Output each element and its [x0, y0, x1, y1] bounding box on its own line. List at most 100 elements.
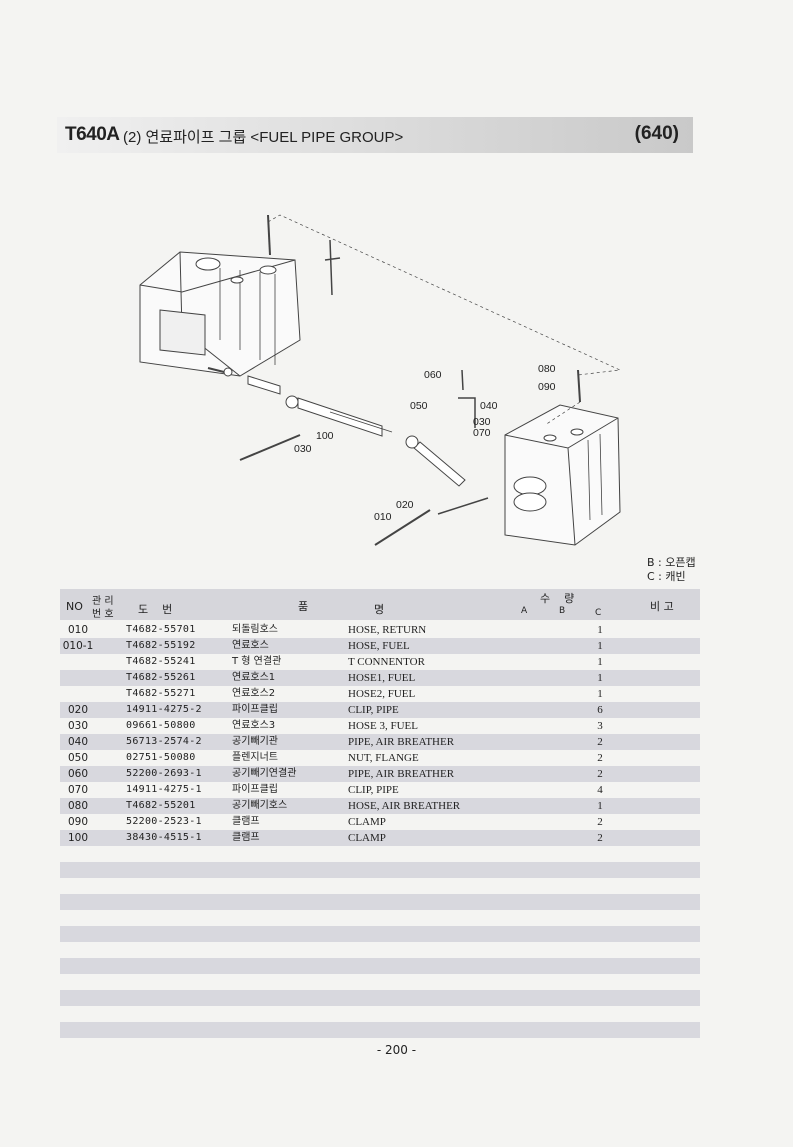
cell-kor-name: 클램프 — [232, 816, 260, 827]
cell-no: 020 — [67, 704, 89, 716]
cell-kor-name: T 형 연결관 — [232, 656, 282, 667]
cell-eng-name: CLIP, PIPE — [348, 704, 399, 716]
cell-qty: 2 — [597, 752, 603, 764]
table-row: 070 14911-4275-1 파이프클립 CLIP, PIPE 4 — [60, 782, 700, 798]
table-row: 060 52200-2693-1 공기빼기연결관 PIPE, AIR BREAT… — [60, 766, 700, 782]
cell-kor-name: 클램프 — [232, 832, 260, 843]
cell-qty: 6 — [597, 704, 603, 716]
cell-qty: 1 — [597, 640, 603, 652]
breather-pipes — [267, 214, 622, 428]
left-fuel-tank — [139, 251, 301, 377]
right-fuel-tank — [504, 404, 621, 546]
fuel-hoses — [207, 367, 489, 546]
table-row: T4682-55241 T 형 연결관 T CONNENTOR 1 — [60, 654, 700, 670]
cell-kor-name: 공기빼기호스 — [232, 800, 288, 811]
table-row: 050 02751-50080 플렌지너트 NUT, FLANGE 2 — [60, 750, 700, 766]
callout-060: 060 — [424, 369, 442, 381]
table-row: 090 52200-2523-1 클램프 CLAMP 2 — [60, 814, 700, 830]
cell-no: 070 — [67, 784, 89, 796]
cell-no: 050 — [67, 752, 89, 764]
empty-row — [60, 846, 700, 862]
empty-row — [60, 926, 700, 942]
empty-row — [60, 974, 700, 990]
cell-qty: 2 — [597, 736, 603, 748]
callout-010: 010 — [374, 511, 392, 523]
cell-no: 030 — [67, 720, 89, 732]
cell-eng-name: HOSE2, FUEL — [348, 688, 416, 700]
table-row: 030 09661-50800 연료호스3 HOSE 3, FUEL 3 — [60, 718, 700, 734]
cell-qty: 1 — [597, 672, 603, 684]
page-number: - 200 - — [376, 1043, 417, 1057]
cell-qty: 4 — [597, 784, 603, 796]
header-name-right: 명 — [374, 603, 385, 616]
cell-eng-name: HOSE, RETURN — [348, 624, 427, 636]
cell-kor-name: 연료호스1 — [232, 672, 276, 683]
cell-part-no: T4682-55261 — [126, 672, 196, 683]
cell-no: 090 — [67, 816, 89, 828]
cell-eng-name: NUT, FLANGE — [348, 752, 419, 764]
callout-040: 040 — [480, 400, 498, 412]
cell-kor-name: 연료호스2 — [232, 688, 276, 699]
cell-part-no: T4682-55201 — [126, 800, 196, 811]
cell-eng-name: PIPE, AIR BREATHER — [348, 736, 455, 748]
table-row: T4682-55271 연료호스2 HOSE2, FUEL 1 — [60, 686, 700, 702]
exploded-parts-diagram: 080 090 060 050 040 030 070 100 030 020 … — [139, 214, 622, 546]
cell-part-no: 09661-50800 — [126, 720, 196, 731]
cell-part-no: 14911-4275-2 — [126, 704, 202, 715]
legend-open-cab: B : 오픈캡 — [647, 556, 696, 569]
table-row: 020 14911-4275-2 파이프클립 CLIP, PIPE 6 — [60, 702, 700, 718]
header-part-no: 도 번 — [138, 603, 173, 616]
callout-020: 020 — [396, 499, 414, 511]
cell-eng-name: PIPE, AIR BREATHER — [348, 768, 455, 780]
cell-qty: 1 — [597, 688, 603, 700]
empty-row — [60, 1006, 700, 1022]
header-qty-c: C — [595, 608, 602, 618]
header-mgmt-top: 관 리 — [92, 596, 114, 607]
header-remarks: 비 고 — [650, 600, 674, 613]
table-row: 040 56713-2574-2 공기빼기관 PIPE, AIR BREATHE… — [60, 734, 700, 750]
cell-kor-name: 연료호스3 — [232, 720, 276, 731]
cell-qty: 3 — [597, 720, 603, 732]
callout-050: 050 — [410, 400, 428, 412]
cell-part-no: T4682-55701 — [126, 624, 196, 635]
parts-table-header: NO 관 리 번 호 도 번 품 명 수 량 A B C 비 고 — [60, 589, 700, 620]
empty-row — [60, 894, 700, 910]
group-code: (640) — [634, 123, 679, 144]
cell-eng-name: CLAMP — [348, 816, 386, 828]
header-mgmt-bottom: 번 호 — [92, 609, 114, 620]
callout-070: 070 — [473, 427, 491, 439]
cell-part-no: 52200-2693-1 — [126, 768, 202, 779]
empty-row — [60, 942, 700, 958]
cell-no: 080 — [67, 800, 89, 812]
table-row: 100 38430-4515-1 클램프 CLAMP 2 — [60, 830, 700, 846]
empty-row — [60, 878, 700, 894]
cell-eng-name: CLIP, PIPE — [348, 784, 399, 796]
header-qty-a: A — [521, 606, 528, 616]
cell-kor-name: 파이프클립 — [232, 704, 278, 715]
page-header: T640A (2) 연료파이프 그룹 <FUEL PIPE GROUP> (64… — [57, 117, 693, 153]
empty-row — [60, 990, 700, 1006]
cell-eng-name: HOSE, AIR BREATHER — [348, 800, 461, 812]
cell-qty: 1 — [597, 800, 603, 812]
cell-no: 100 — [67, 832, 89, 844]
cell-qty: 1 — [597, 624, 603, 636]
table-row: 010 T4682-55701 되돌림호스 HOSE, RETURN 1 — [60, 622, 700, 638]
cell-part-no: T4682-55192 — [126, 640, 196, 651]
cell-eng-name: HOSE, FUEL — [348, 640, 410, 652]
cell-kor-name: 플렌지너트 — [232, 752, 278, 763]
callout-090: 090 — [538, 381, 556, 393]
header-name-left: 품 — [298, 600, 309, 613]
cell-no: 010 — [67, 624, 89, 636]
empty-row — [60, 958, 700, 974]
cell-part-no: T4682-55241 — [126, 656, 196, 667]
cell-qty: 1 — [597, 656, 603, 668]
cell-kor-name: 파이프클립 — [232, 784, 278, 795]
cell-part-no: 14911-4275-1 — [126, 784, 202, 795]
table-row: 010-1 T4682-55192 연료호스 HOSE, FUEL 1 — [60, 638, 700, 654]
callout-labels: 080 090 060 050 040 030 070 100 030 020 … — [294, 363, 556, 523]
header-qty-b: B — [559, 606, 566, 616]
cell-kor-name: 공기빼기연결관 — [232, 768, 297, 779]
table-row: 080 T4682-55201 공기빼기호스 HOSE, AIR BREATHE… — [60, 798, 700, 814]
header-qty: 수 량 — [540, 592, 575, 605]
cell-part-no: 02751-50080 — [126, 752, 196, 763]
